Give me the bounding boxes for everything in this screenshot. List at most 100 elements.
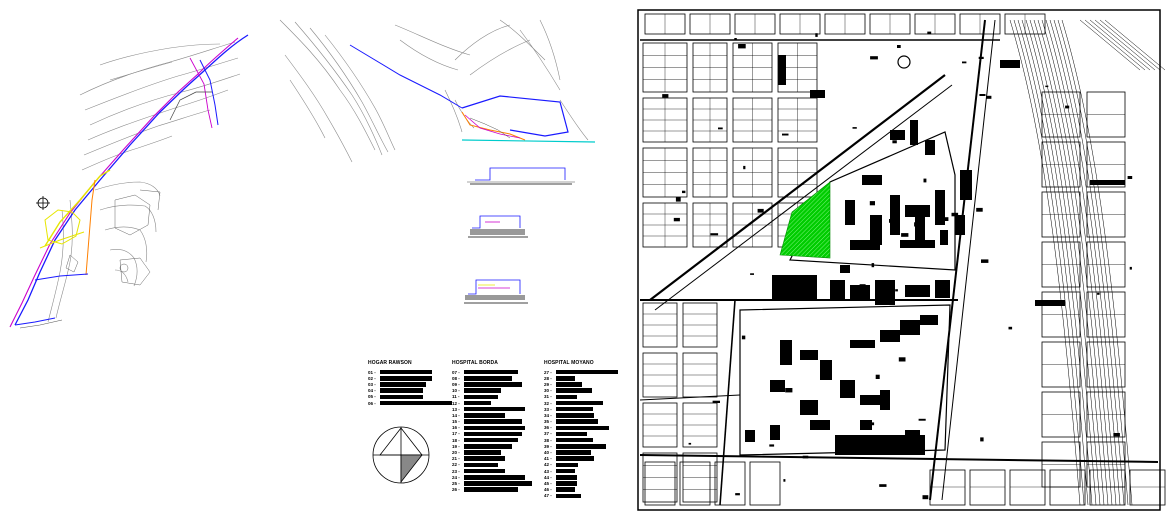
building (810, 90, 825, 98)
building (800, 350, 818, 360)
legend-row: 02 - (368, 375, 452, 381)
rail-track (1029, 19, 1101, 506)
building (1035, 300, 1065, 306)
building (920, 315, 938, 325)
building (675, 197, 681, 202)
building (688, 442, 692, 445)
legend-redacted-text (380, 394, 423, 400)
building (870, 215, 882, 245)
legend-row: 09 - (452, 381, 532, 387)
legend-number: 17 - (452, 431, 460, 437)
building (1065, 105, 1070, 109)
legend-row: 10 - (452, 388, 532, 394)
building (783, 479, 786, 482)
legend-redacted-text (556, 413, 594, 418)
building (743, 165, 746, 170)
legend-row: 37 - (544, 431, 618, 437)
legend-row: 24 - (452, 474, 532, 480)
legend-number: 29 - (544, 381, 552, 387)
building (905, 205, 930, 217)
legend-redacted-text (380, 369, 432, 375)
legend-row: 42 - (544, 462, 618, 468)
legend-redacted-text (556, 456, 594, 461)
building (810, 420, 830, 430)
building (770, 380, 785, 392)
building (915, 215, 925, 245)
legend-redacted-text (556, 475, 577, 480)
building (944, 217, 949, 221)
building (875, 374, 880, 379)
building (673, 217, 680, 222)
legend-redacted-text (464, 475, 525, 480)
building (782, 133, 789, 136)
legend-redacted-text (464, 431, 522, 437)
legend-number: 37 - (544, 431, 552, 437)
building (940, 230, 948, 245)
legend-row: 34 - (544, 412, 618, 418)
legend-number: 47 - (544, 493, 552, 499)
legend-row: 25 - (452, 480, 532, 486)
legend-redacted-text (556, 376, 575, 381)
legend-redacted-text (556, 487, 575, 492)
rail-track (1037, 19, 1109, 506)
rail-track (1045, 19, 1117, 506)
legend-row: 22 - (452, 462, 532, 468)
access-path-middle (349, 44, 596, 143)
building (927, 31, 932, 35)
building (745, 430, 755, 442)
building (935, 280, 950, 298)
building (835, 435, 925, 455)
legend-number: 20 - (452, 450, 460, 456)
city-blocks (642, 13, 1166, 506)
building (910, 120, 918, 145)
legend-row: 30 - (544, 388, 618, 394)
legend-title: HOSPITAL BORDA (452, 360, 498, 366)
legend-number: 23 - (452, 468, 460, 474)
building (986, 95, 992, 99)
building (895, 289, 898, 292)
city-block (749, 461, 781, 506)
legend-row: 28 - (544, 375, 618, 381)
legend-redacted-text (556, 431, 587, 437)
building (785, 388, 793, 393)
legend-number: 26 - (452, 487, 460, 493)
site-plan-middle (279, 19, 596, 304)
building (905, 430, 920, 440)
roundabout (897, 55, 911, 69)
legend-number: 19 - (452, 443, 460, 449)
building (769, 444, 775, 447)
avenue-edge (941, 19, 996, 501)
building (914, 222, 917, 227)
building (870, 56, 878, 60)
legend-redacted-text (464, 413, 505, 418)
building (850, 285, 870, 300)
building (830, 280, 845, 300)
building (878, 285, 886, 288)
legend-redacted-text (380, 376, 432, 381)
legend-number: 21 - (452, 456, 460, 462)
rail-track (1099, 19, 1161, 71)
building (780, 340, 792, 365)
building (889, 219, 892, 223)
legend-row: 12 - (452, 400, 532, 406)
building (923, 178, 927, 183)
legend-redacted-text (556, 425, 609, 431)
rail-track (1017, 19, 1089, 506)
legend-number: 22 - (452, 462, 460, 468)
legend-redacted-text (464, 450, 501, 455)
building (1127, 176, 1133, 179)
building (880, 390, 890, 410)
legend-number: 34 - (544, 412, 552, 418)
legend-redacted-text (464, 444, 512, 449)
building (1113, 433, 1120, 437)
legend-number: 25 - (452, 480, 460, 486)
building (890, 195, 900, 235)
building (905, 285, 930, 297)
building (770, 425, 780, 440)
legend-redacted-text (380, 388, 423, 393)
legend-row: 15 - (452, 419, 532, 425)
city-block (644, 461, 676, 506)
building (778, 55, 786, 85)
